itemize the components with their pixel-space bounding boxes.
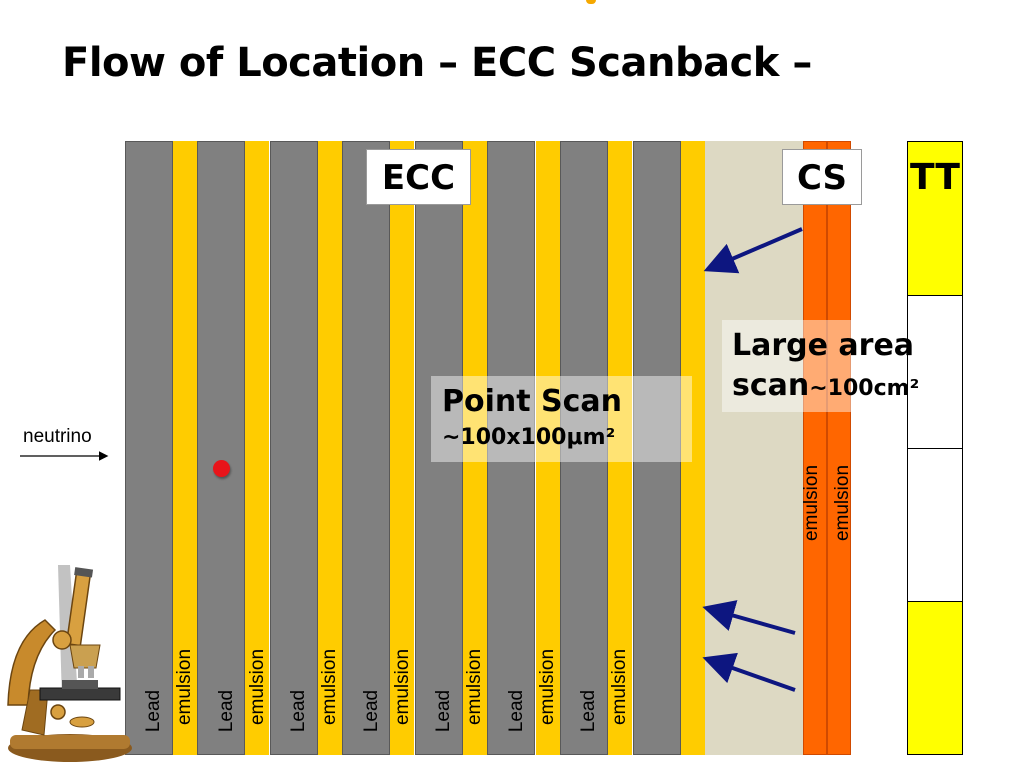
cs-emulsion-film [827, 141, 851, 755]
tt-segment-white [907, 295, 963, 449]
lead-plate [197, 141, 245, 755]
large-area-title: Large area [732, 328, 915, 363]
scanback-arrow [703, 227, 803, 274]
lead-plate [270, 141, 318, 755]
lead-plate [415, 141, 463, 755]
lead-plate [633, 141, 681, 755]
scanback-arrow [702, 600, 796, 635]
emulsion-film [681, 141, 705, 755]
point-scan-size: ~100x100μm² [442, 425, 616, 450]
tt-segment-yellow [907, 601, 963, 755]
gap-region [703, 141, 804, 755]
emulsion-film [245, 141, 269, 755]
vertex-dot [213, 460, 230, 477]
large-area-scan-word: scan~100cm² [732, 368, 919, 403]
lead-plate [125, 141, 173, 755]
large-area-box [722, 320, 852, 412]
point-scan-title: Point Scan [442, 384, 623, 419]
large-area-scan-main: scan [732, 368, 810, 403]
point-scan-box [431, 376, 692, 462]
emulsion-film [390, 141, 414, 755]
scanback-arrow [702, 652, 796, 692]
lead-plate [560, 141, 608, 755]
slide-title: Flow of Location – ECC Scanback – [62, 40, 812, 86]
ecc-label: ECC [366, 149, 471, 205]
emulsion-film [318, 141, 342, 755]
large-area-size: ~100cm² [809, 376, 920, 401]
microscope-icon [7, 565, 132, 762]
cs-label: CS [782, 149, 862, 205]
tt-label: TT [910, 157, 960, 198]
tt-segment-white [907, 448, 963, 602]
slide-top-mark [586, 0, 596, 4]
emulsion-film [463, 141, 487, 755]
tt-segment-yellow [907, 141, 963, 296]
lead-plate [487, 141, 535, 755]
cs-emulsion-film [803, 141, 827, 755]
emulsion-film [608, 141, 632, 755]
emulsion-film [173, 141, 197, 755]
emulsion-film [536, 141, 560, 755]
lead-plate [342, 141, 390, 755]
neutrino-label: neutrino [23, 426, 92, 447]
